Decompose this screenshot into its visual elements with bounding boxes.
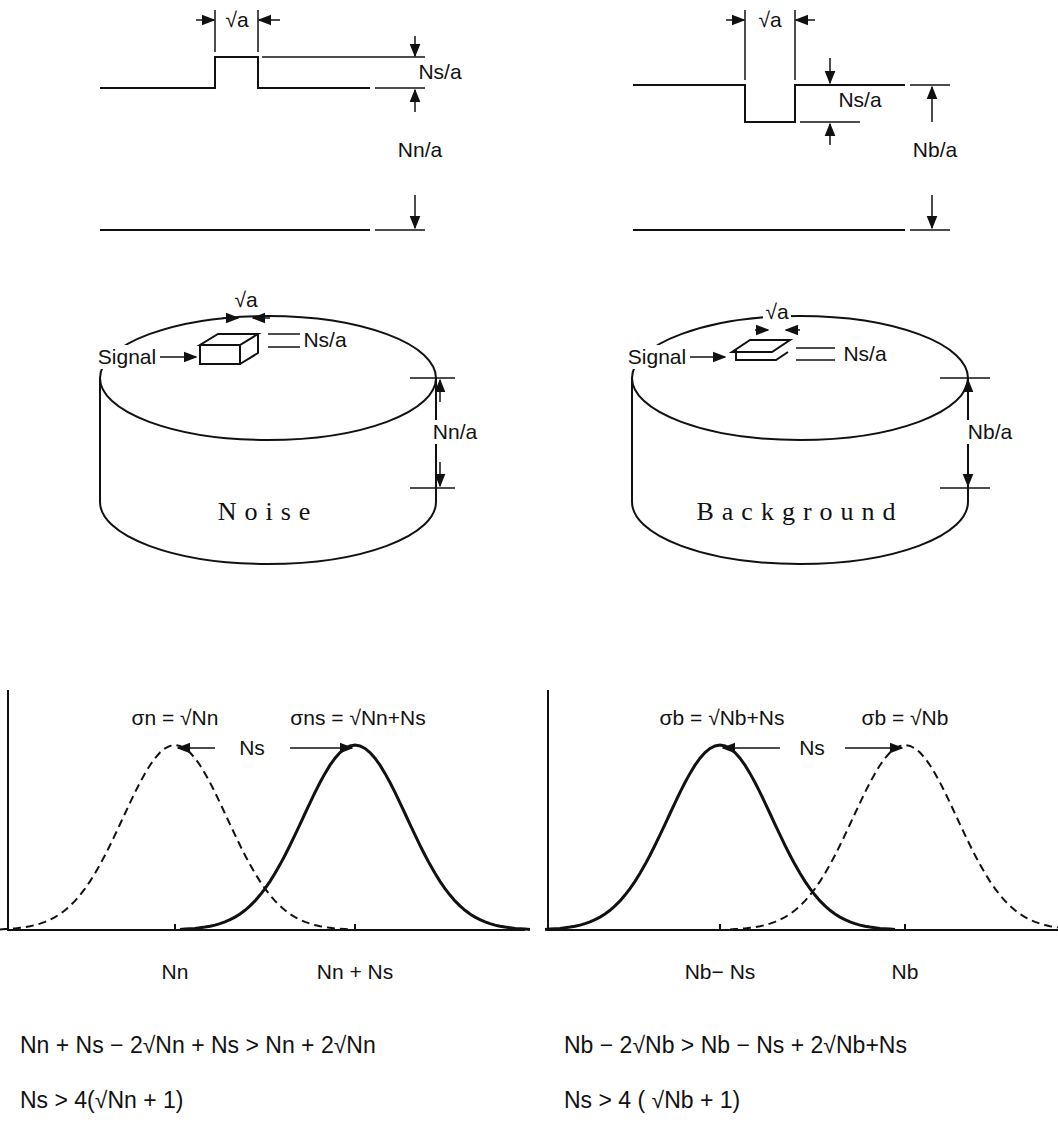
- dimension-label: √a: [756, 8, 783, 32]
- dashed-distribution: [0, 745, 350, 929]
- inequality: Ns > 4 ( √Nb + 1): [562, 1087, 742, 1113]
- dimension-label: Ns/a: [416, 60, 463, 84]
- axis-label: Nb− Ns: [683, 960, 758, 984]
- dimension-label: √a: [223, 8, 250, 32]
- axis-label: Nn: [160, 960, 191, 984]
- solid-distribution: [180, 745, 530, 929]
- separation-label: Ns: [797, 736, 827, 760]
- dimension-label: Ns/a: [841, 342, 888, 366]
- dimension-label: Nn/a: [431, 420, 479, 444]
- dimension-label: Nb/a: [966, 420, 1014, 444]
- dashed-distribution: [730, 745, 1058, 929]
- axis-label: Nb: [890, 960, 921, 984]
- cylinder-label: Background: [630, 497, 970, 527]
- sigma-label: σns = √Nn+Ns: [288, 706, 427, 730]
- signal-label: Signal: [96, 345, 158, 369]
- dimension-label: Ns/a: [301, 328, 348, 352]
- dimension-label: Ns/a: [836, 88, 883, 112]
- separation-label: Ns: [237, 736, 267, 760]
- axis-label: Nn + Ns: [315, 960, 395, 984]
- dimension-label: √a: [232, 288, 259, 312]
- sigma-label: σb = √Nb+Ns: [658, 706, 787, 730]
- cylinder-label: Noise: [98, 497, 438, 527]
- sigma-label: σb = √Nb: [860, 706, 951, 730]
- inequality: Nb − 2√Nb > Nb − Ns + 2√Nb+Ns: [562, 1032, 909, 1058]
- solid-distribution: [545, 745, 895, 929]
- dimension-label: √a: [763, 300, 790, 324]
- dimension-label: Nb/a: [911, 138, 959, 162]
- inequality: Ns > 4(√Nn + 1): [18, 1087, 185, 1113]
- sigma-label: σn = √Nn: [130, 706, 221, 730]
- dimension-label: Nn/a: [396, 138, 444, 162]
- signal-label: Signal: [626, 345, 688, 369]
- inequality: Nn + Ns − 2√Nn + Ns > Nn + 2√Nn: [18, 1032, 378, 1058]
